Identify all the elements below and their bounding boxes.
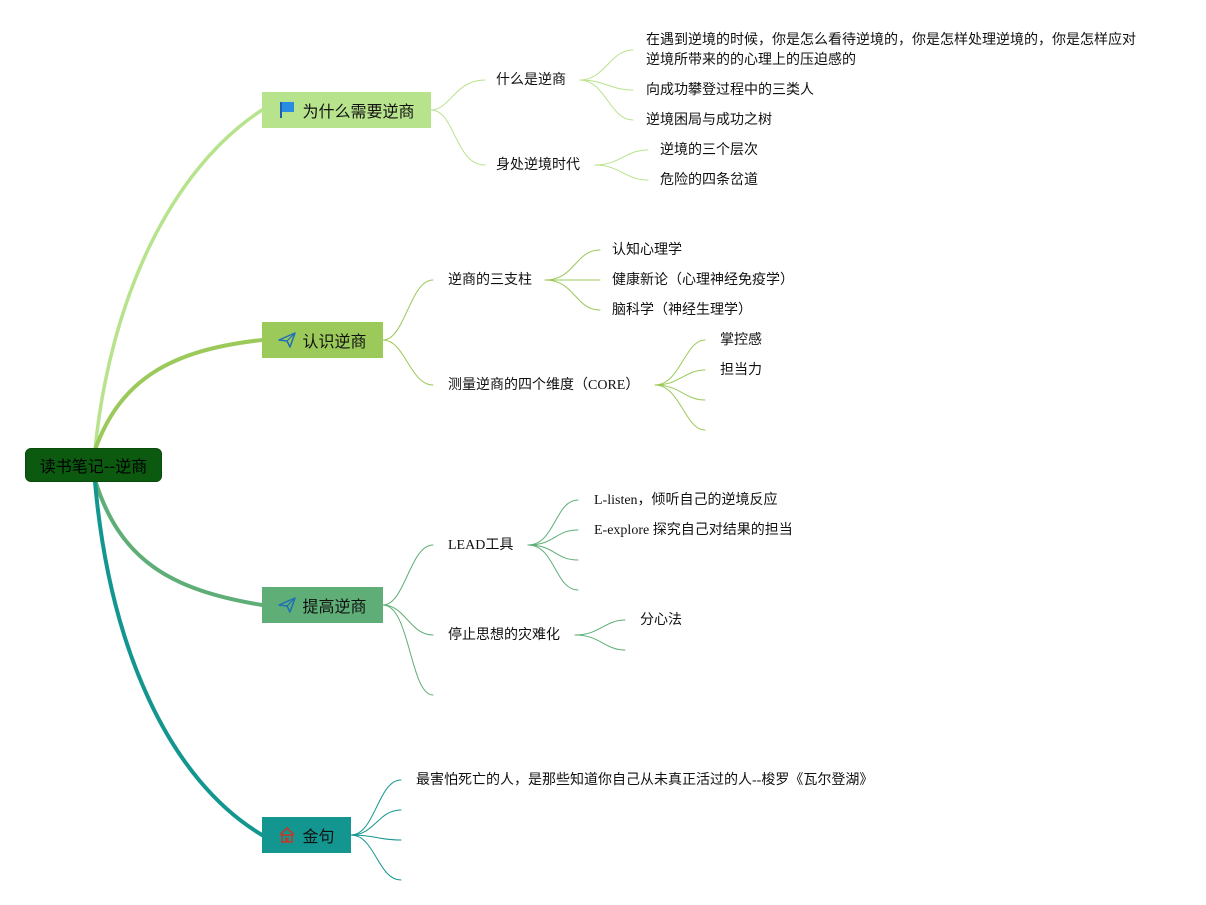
root-topic[interactable]: 读书笔记--逆商 — [25, 448, 162, 482]
link-core-c4 — [654, 384, 706, 431]
link-lead-c4 — [527, 544, 579, 591]
leaf-topic[interactable]: 掌控感 — [720, 333, 762, 348]
link-b4-c1 — [350, 779, 402, 836]
paper-plane-icon — [278, 331, 297, 349]
link-root-branch-2 — [93, 338, 264, 452]
link-b1-era — [430, 109, 486, 166]
leaf-topic[interactable]: E-explore 探究自己对结果的担当 — [594, 523, 793, 538]
branch-topic-label: 为什么需要逆商 — [302, 102, 415, 121]
branch-topic-label: 提高逆商 — [302, 597, 367, 616]
subtopic[interactable]: LEAD工具 — [448, 538, 514, 553]
link-root-branch-4 — [93, 480, 264, 837]
blue-flag-icon — [278, 101, 296, 119]
link-what-c3 — [579, 79, 634, 121]
link-b3-stop — [382, 604, 434, 636]
link-what-c1 — [579, 49, 634, 81]
leaf-topic[interactable]: 健康新论（心理神经免疫学） — [612, 273, 794, 288]
link-stop-c1 — [574, 619, 626, 636]
leaf-topic[interactable]: 逆境困局与成功之树 — [646, 113, 772, 128]
leaf-topic[interactable]: 逆境的三个层次 — [660, 143, 758, 158]
link-b2-pillars — [382, 279, 434, 341]
subtopic[interactable]: 最害怕死亡的人，是那些知道你自己从未真正活过的人--梭罗《瓦尔登湖》 — [416, 773, 874, 788]
branch-topic-why[interactable]: 为什么需要逆商 — [262, 92, 431, 128]
link-lead-c2 — [527, 529, 579, 546]
branch-topic-label: 认识逆商 — [302, 332, 367, 351]
root-topic-label: 读书笔记--逆商 — [39, 457, 148, 476]
subtopic[interactable]: 身处逆境时代 — [496, 158, 580, 173]
link-b3-empty — [382, 604, 434, 696]
leaf-topic[interactable]: 在遇到逆境的时候，你是怎么看待逆境的，你是怎样处理逆境的，你是怎样应对逆境所带来… — [646, 33, 1136, 68]
link-era-c2 — [594, 164, 649, 181]
branch-topic-know[interactable]: 认识逆商 — [262, 322, 383, 358]
leaf-topic[interactable]: L-listen，倾听自己的逆境反应 — [594, 493, 778, 508]
link-b2-core — [382, 339, 434, 386]
subtopic[interactable]: 停止思想的灾难化 — [448, 628, 560, 643]
link-era-c1 — [594, 149, 649, 166]
subtopic[interactable]: 测量逆商的四个维度（CORE） — [448, 378, 640, 393]
leaf-topic[interactable]: 担当力 — [720, 363, 762, 378]
link-lead-c1 — [527, 499, 579, 546]
link-root-branch-1 — [93, 108, 264, 452]
leaf-topic[interactable]: 认知心理学 — [612, 243, 682, 258]
link-core-c3 — [654, 384, 706, 401]
branch-topic-improve[interactable]: 提高逆商 — [262, 587, 383, 623]
paper-plane-icon — [278, 596, 297, 614]
link-b4-c2 — [350, 809, 402, 836]
branch-topic-quotes[interactable]: 金句 — [262, 817, 351, 853]
link-lead-c3 — [527, 544, 579, 561]
house-icon — [278, 826, 296, 844]
link-pillars-c3 — [544, 279, 601, 311]
link-b1-what — [430, 79, 486, 111]
leaf-topic[interactable]: 危险的四条岔道 — [660, 173, 758, 188]
subtopic[interactable]: 逆商的三支柱 — [448, 273, 532, 288]
leaf-topic[interactable]: 分心法 — [640, 613, 682, 628]
link-core-c1 — [654, 339, 706, 386]
subtopic[interactable]: 什么是逆商 — [496, 73, 566, 88]
link-core-c2 — [654, 369, 706, 386]
leaf-topic[interactable]: 脑科学（神经生理学） — [612, 303, 752, 318]
link-b3-lead — [382, 544, 434, 606]
link-stop-c2 — [574, 634, 626, 651]
leaf-topic[interactable]: 向成功攀登过程中的三类人 — [646, 83, 814, 98]
link-b4-c3 — [350, 834, 402, 841]
link-b4-c4 — [350, 834, 402, 881]
branch-topic-label: 金句 — [302, 827, 335, 846]
link-pillars-c1 — [544, 249, 601, 281]
link-root-branch-3 — [93, 478, 264, 607]
